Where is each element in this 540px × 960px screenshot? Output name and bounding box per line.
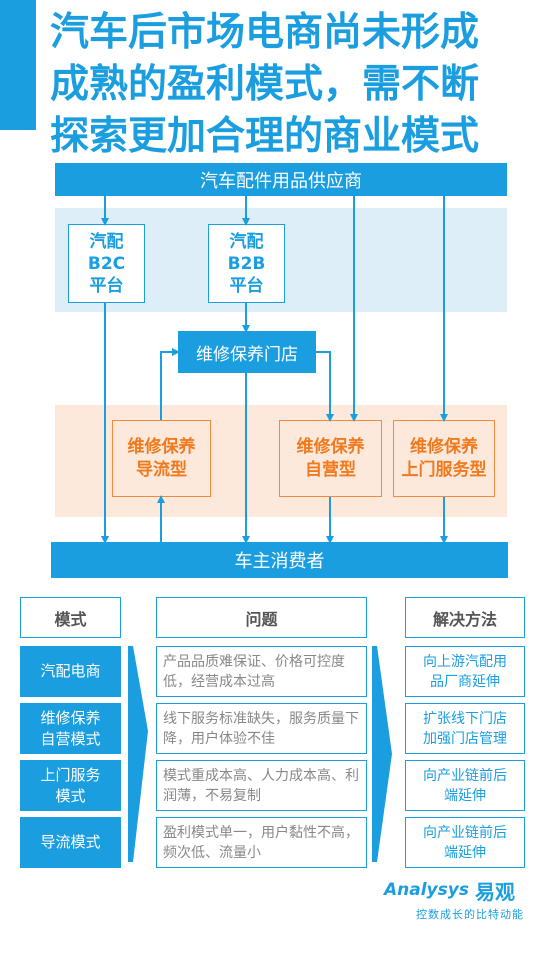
table-row-4-mode: 导流模式 bbox=[20, 817, 121, 868]
row-4-solution-line-2: 端延伸 bbox=[444, 844, 486, 861]
row-2-mode-line-2: 自营模式 bbox=[40, 729, 101, 748]
mode-self-box: 维修保养 自营型 bbox=[279, 420, 382, 497]
title-line-1: 汽车后市场电商尚未形成 bbox=[50, 10, 480, 55]
table-row-4-problem: 盈利模式单一，用户黏性不高，频次低、流量小 bbox=[156, 817, 367, 868]
table-row-2-problem: 线下服务标准缺失，服务质量下降，用户体验不佳 bbox=[156, 703, 367, 754]
b2b-line-1: 汽配 bbox=[229, 231, 264, 252]
repair-store-box: 维修保养门店 bbox=[178, 331, 316, 373]
table-row-1-mode: 汽配电商 bbox=[20, 646, 121, 697]
logo-en: Analysys bbox=[384, 880, 469, 900]
b2c-platform-box: 汽配 B2C 平台 bbox=[68, 224, 145, 303]
row-3-solution-line-2: 端延伸 bbox=[444, 787, 486, 804]
row-3-solution-line-1: 向产业链前后 bbox=[423, 767, 507, 784]
table-row-3-solution: 向产业链前后 端延伸 bbox=[405, 760, 525, 811]
chevron-right-icon-2 bbox=[372, 646, 392, 862]
b2c-line-1: 汽配 bbox=[89, 231, 124, 252]
b2b-platform-box: 汽配 B2B 平台 bbox=[208, 224, 285, 303]
row-3-mode-line-1: 上门服务 bbox=[40, 765, 101, 784]
row-1-solution-line-1: 向上游汽配用 bbox=[423, 653, 507, 670]
title-accent-bar bbox=[0, 0, 36, 130]
title-line-2: 成熟的盈利模式，需不断 bbox=[50, 62, 480, 107]
row-4-mode-text: 导流模式 bbox=[40, 833, 101, 851]
table-row-4-solution: 向产业链前后 端延伸 bbox=[405, 817, 525, 868]
brand-logo: Analysys 易观 bbox=[384, 876, 524, 904]
chevron-right-icon bbox=[128, 646, 148, 862]
b2c-line-3: 平台 bbox=[89, 275, 124, 296]
header-mode: 模式 bbox=[20, 597, 121, 638]
mode-door-box: 维修保养 上门服务型 bbox=[393, 420, 495, 497]
b2b-line-2: B2B bbox=[227, 253, 266, 274]
table-row-2-solution: 扩张线下门店 加强门店管理 bbox=[405, 703, 525, 754]
row-4-solution-line-1: 向产业链前后 bbox=[423, 824, 507, 841]
table-row-1-problem: 产品品质难保证、价格可控度低，经营成本过高 bbox=[156, 646, 367, 697]
table-row-2-mode: 维修保养 自营模式 bbox=[20, 703, 121, 754]
brand-tagline: 控数成长的比特动能 bbox=[416, 908, 524, 921]
b2c-line-2: B2C bbox=[87, 253, 126, 274]
mode-traffic-line-2: 导流型 bbox=[136, 459, 187, 480]
row-1-mode-text: 汽配电商 bbox=[40, 662, 101, 680]
logo-cn: 易观 bbox=[474, 879, 515, 904]
arrow-traffic-store bbox=[160, 348, 180, 420]
row-2-solution-line-1: 扩张线下门店 bbox=[423, 710, 507, 727]
mode-traffic-line-1: 维修保养 bbox=[127, 436, 196, 457]
arrow-store-self bbox=[316, 351, 334, 422]
table-row-3-mode: 上门服务 模式 bbox=[20, 760, 121, 811]
row-2-solution-line-2: 加强门店管理 bbox=[423, 730, 507, 747]
mode-traffic-box: 维修保养 导流型 bbox=[112, 420, 211, 497]
header-problem: 问题 bbox=[156, 597, 367, 638]
header-solution: 解决方法 bbox=[405, 597, 525, 638]
row-3-mode-line-2: 模式 bbox=[55, 786, 86, 805]
title-line-3: 探索更加合理的商业模式 bbox=[50, 114, 480, 159]
row-1-solution-line-2: 品厂商延伸 bbox=[430, 673, 500, 690]
mode-door-line-1: 维修保养 bbox=[410, 436, 478, 457]
mode-self-line-1: 维修保养 bbox=[296, 436, 365, 457]
table-row-3-problem: 模式重成本高、人力成本高、利润薄，不易复制 bbox=[156, 760, 367, 811]
mode-door-line-2: 上门服务型 bbox=[401, 459, 487, 480]
row-2-mode-line-1: 维修保养 bbox=[40, 708, 101, 727]
supplier-bar: 汽车配件用品供应商 bbox=[55, 163, 507, 196]
table-row-1-solution: 向上游汽配用 品厂商延伸 bbox=[405, 646, 525, 697]
b2b-line-3: 平台 bbox=[229, 275, 264, 296]
consumer-bar: 车主消费者 bbox=[51, 542, 508, 578]
mode-self-line-2: 自营型 bbox=[305, 459, 356, 480]
